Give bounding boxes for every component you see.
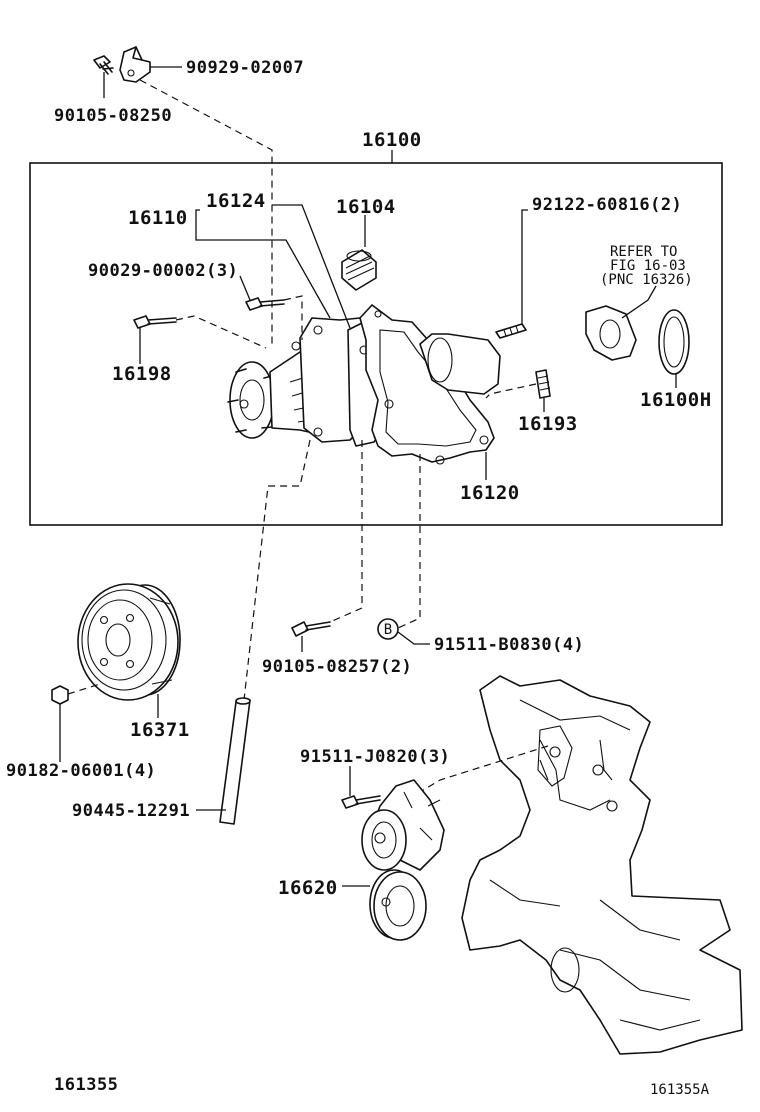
label-16371: 16371 — [130, 719, 190, 741]
label-16100h: 16100H — [640, 389, 712, 411]
stud-92122-icon — [495, 323, 527, 339]
label-92122-60816: 92122-60816(2) — [532, 195, 682, 215]
assembly-box — [29, 162, 723, 526]
footer-right-code: 161355A — [650, 1082, 710, 1098]
label-16193: 16193 — [518, 413, 578, 435]
housing-16120-icon — [359, 304, 501, 465]
top-bracket-icon — [119, 46, 151, 83]
plug-16104-icon — [341, 249, 377, 291]
label-90182-06001: 90182-06001(4) — [6, 761, 156, 781]
marker-b: B — [377, 618, 399, 640]
top-bolt-icon — [93, 55, 114, 75]
label-refer-line3: (PNC 16326) — [600, 272, 693, 288]
label-16124: 16124 — [206, 190, 266, 212]
label-refer-line2: FIG 16-03 — [610, 258, 686, 274]
label-16620: 16620 — [278, 877, 338, 899]
label-91511-j0820: 91511-J0820(3) — [300, 747, 450, 767]
label-16198: 16198 — [112, 363, 172, 385]
label-16100: 16100 — [362, 129, 422, 151]
pulley-16371-icon — [77, 583, 181, 701]
stud-16193-icon — [535, 369, 551, 399]
label-16120: 16120 — [460, 482, 520, 504]
label-90445-12291: 90445-12291 — [72, 801, 190, 821]
label-refer-line1: REFER TO — [610, 244, 677, 260]
bolt-91511-j0820-icon — [341, 795, 381, 809]
oring-16100h-icon — [658, 309, 690, 375]
tensioner-16620-icon — [361, 779, 445, 941]
svg-text:B: B — [384, 622, 392, 638]
label-16110: 16110 — [128, 207, 188, 229]
label-90929-02007: 90929-02007 — [186, 58, 304, 78]
bolt-16198-icon — [133, 315, 177, 329]
label-90105-08257: 90105-08257(2) — [262, 657, 412, 677]
label-91511-b0830: 91511-B0830(4) — [434, 635, 584, 655]
pipe-90445-icon — [219, 697, 251, 825]
label-90105-08250: 90105-08250 — [54, 106, 172, 126]
footer-left-code: 161355 — [54, 1075, 118, 1095]
nut-90182-icon — [51, 685, 69, 705]
label-16104: 16104 — [336, 196, 396, 218]
label-90029-00002: 90029-00002(3) — [88, 261, 238, 281]
bolt-90105-08257-icon — [291, 621, 331, 637]
bolt-90029-icon — [245, 297, 285, 311]
engine-block-icon — [461, 675, 743, 1055]
refer-gasket-icon — [585, 305, 637, 361]
